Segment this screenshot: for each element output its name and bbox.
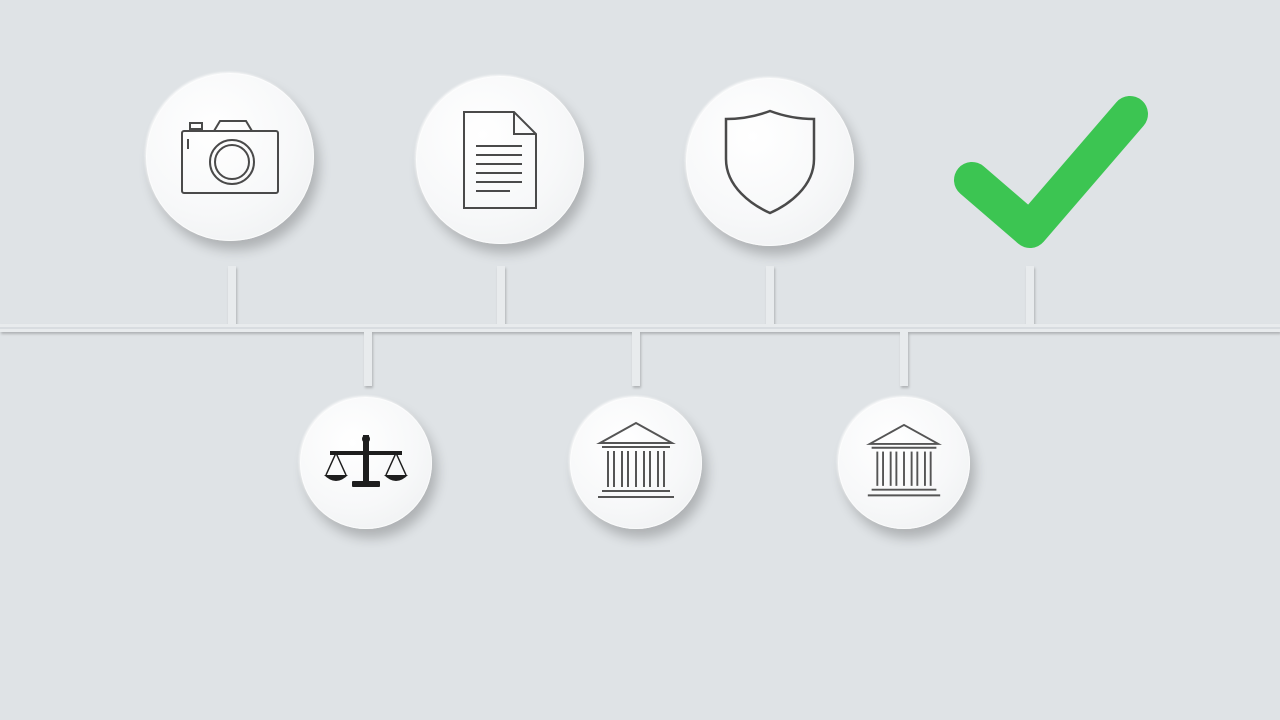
- scales-of-justice-icon: [322, 433, 410, 493]
- bank-building-icon: [594, 421, 678, 505]
- bank-node: [570, 397, 702, 529]
- checkmark-icon: [950, 88, 1150, 253]
- shield-node: [686, 78, 854, 246]
- connector-stem: [497, 266, 505, 326]
- camera-node: [146, 73, 314, 241]
- connector-stem: [900, 330, 908, 386]
- document-node: [416, 76, 584, 244]
- connector-stem: [632, 330, 640, 386]
- bank-building-icon: [864, 423, 944, 503]
- document-icon: [458, 108, 542, 212]
- connector-stem: [364, 330, 372, 386]
- camera-icon: [178, 115, 282, 199]
- connector-stem: [228, 266, 236, 326]
- scales-node: [300, 397, 432, 529]
- shield-icon: [722, 107, 818, 217]
- bank-node: [838, 397, 970, 529]
- connector-stem: [766, 266, 774, 326]
- connector-stem: [1026, 266, 1034, 326]
